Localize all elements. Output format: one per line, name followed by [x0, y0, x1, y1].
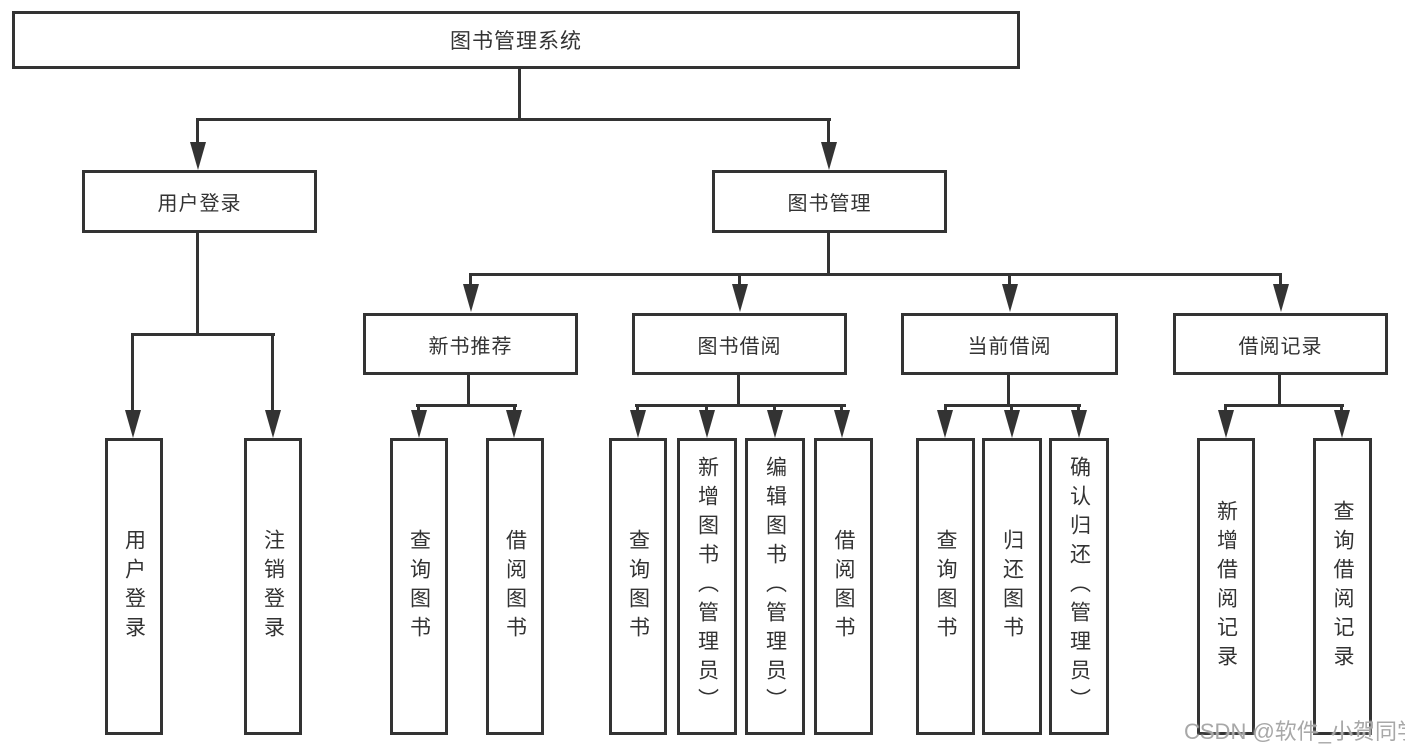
arrowhead-down-icon [1334, 410, 1350, 438]
connector-line [636, 405, 639, 412]
arrowhead-down-icon [1004, 410, 1020, 438]
node-root: 图书管理系统 [12, 11, 1020, 69]
leaf-logout: 注销登录 [244, 438, 302, 735]
connector-line [1224, 404, 1344, 407]
leaf-newbook-borrow-label: 借阅图书 [503, 528, 527, 645]
arrowhead-down-icon [699, 410, 715, 438]
leaf-borrow-borrow-book-label: 借阅图书 [832, 528, 855, 645]
connector-line [513, 405, 516, 412]
arrowhead-down-icon [767, 410, 783, 438]
node-borrow-records: 借阅记录 [1173, 313, 1388, 375]
node-book-management-label: 图书管理 [787, 193, 872, 215]
node-user-login: 用户登录 [82, 170, 317, 233]
connector-line [417, 405, 420, 412]
arrowhead-down-icon [125, 410, 141, 438]
arrowhead-down-icon [411, 410, 427, 438]
connector-line [131, 333, 275, 336]
arrowhead-down-icon [937, 410, 953, 438]
leaf-borrow-query: 查询图书 [609, 438, 667, 735]
node-current-borrow-label: 当前借阅 [967, 335, 1052, 358]
node-book-borrow-label: 图书借阅 [697, 335, 782, 358]
leaf-user-login-label: 用户登录 [122, 528, 146, 645]
leaf-newbook-borrow: 借阅图书 [486, 438, 544, 735]
node-new-book-recommend: 新书推荐 [363, 313, 578, 375]
leaf-current-confirm-return: 确认归还（管理员） [1049, 438, 1109, 735]
arrowhead-down-icon [821, 142, 837, 170]
connector-line [1278, 375, 1281, 407]
connector-line [469, 276, 472, 288]
connector-line [416, 404, 517, 407]
connector-line [271, 336, 274, 412]
connector-line [737, 375, 740, 407]
leaf-user-login: 用户登录 [105, 438, 163, 735]
arrowhead-down-icon [1071, 410, 1087, 438]
leaf-records-query-label: 查询借阅记录 [1331, 499, 1354, 674]
leaf-newbook-query-label: 查询图书 [407, 528, 431, 645]
node-user-login-label: 用户登录 [157, 193, 242, 215]
connector-line [1340, 405, 1343, 412]
arrowhead-down-icon [265, 410, 281, 438]
leaf-current-query-label: 查询图书 [934, 528, 957, 645]
leaf-records-query: 查询借阅记录 [1313, 438, 1372, 735]
arrowhead-down-icon [1273, 284, 1289, 312]
node-current-borrow: 当前借阅 [901, 313, 1118, 375]
csdn-watermark: CSDN @软件_小贺同学 [1184, 719, 1405, 744]
connector-line [635, 404, 846, 407]
connector-line [1010, 405, 1013, 412]
connector-line [1008, 276, 1011, 288]
leaf-borrow-add-book: 新增图书（管理员） [677, 438, 737, 735]
connector-line [1007, 375, 1010, 407]
connector-line [131, 336, 134, 412]
connector-line [469, 273, 1282, 276]
connector-line [827, 121, 830, 144]
node-root-label: 图书管理系统 [450, 30, 582, 53]
connector-line [196, 121, 199, 144]
leaf-current-return: 归还图书 [982, 438, 1042, 735]
connector-line [1224, 405, 1227, 412]
node-book-borrow: 图书借阅 [632, 313, 847, 375]
arrowhead-down-icon [463, 284, 479, 312]
arrowhead-down-icon [630, 410, 646, 438]
connector-line [467, 375, 470, 407]
leaf-records-add: 新增借阅记录 [1197, 438, 1255, 735]
arrowhead-down-icon [732, 284, 748, 312]
connector-line [944, 405, 947, 412]
node-book-management: 图书管理 [712, 170, 947, 233]
connector-line [840, 405, 843, 412]
leaf-borrow-borrow-book: 借阅图书 [814, 438, 873, 735]
connector-line [1077, 405, 1080, 412]
node-borrow-records-label: 借阅记录 [1238, 335, 1323, 358]
leaf-borrow-query-label: 查询图书 [626, 528, 650, 645]
arrowhead-down-icon [1218, 410, 1234, 438]
leaf-newbook-query: 查询图书 [390, 438, 448, 735]
leaf-current-confirm-return-label: 确认归还（管理员） [1067, 456, 1091, 717]
leaf-borrow-add-book-label: 新增图书（管理员） [695, 456, 719, 717]
connector-line [196, 118, 831, 121]
connector-line [518, 69, 521, 119]
connector-line [705, 405, 708, 412]
connector-line [196, 233, 199, 336]
leaf-logout-label: 注销登录 [261, 528, 285, 645]
leaf-borrow-edit-book: 编辑图书（管理员） [745, 438, 805, 735]
connector-line [738, 276, 741, 288]
leaf-current-query: 查询图书 [916, 438, 975, 735]
node-new-book-recommend-label: 新书推荐 [428, 335, 513, 358]
arrowhead-down-icon [190, 142, 206, 170]
arrowhead-down-icon [834, 410, 850, 438]
leaf-current-return-label: 归还图书 [1000, 528, 1024, 645]
connector-line [827, 233, 830, 276]
leaf-records-add-label: 新增借阅记录 [1214, 499, 1238, 674]
connector-line [1279, 276, 1282, 288]
arrowhead-down-icon [506, 410, 522, 438]
leaf-borrow-edit-book-label: 编辑图书（管理员） [763, 456, 787, 717]
connector-line [773, 405, 776, 412]
arrowhead-down-icon [1002, 284, 1018, 312]
